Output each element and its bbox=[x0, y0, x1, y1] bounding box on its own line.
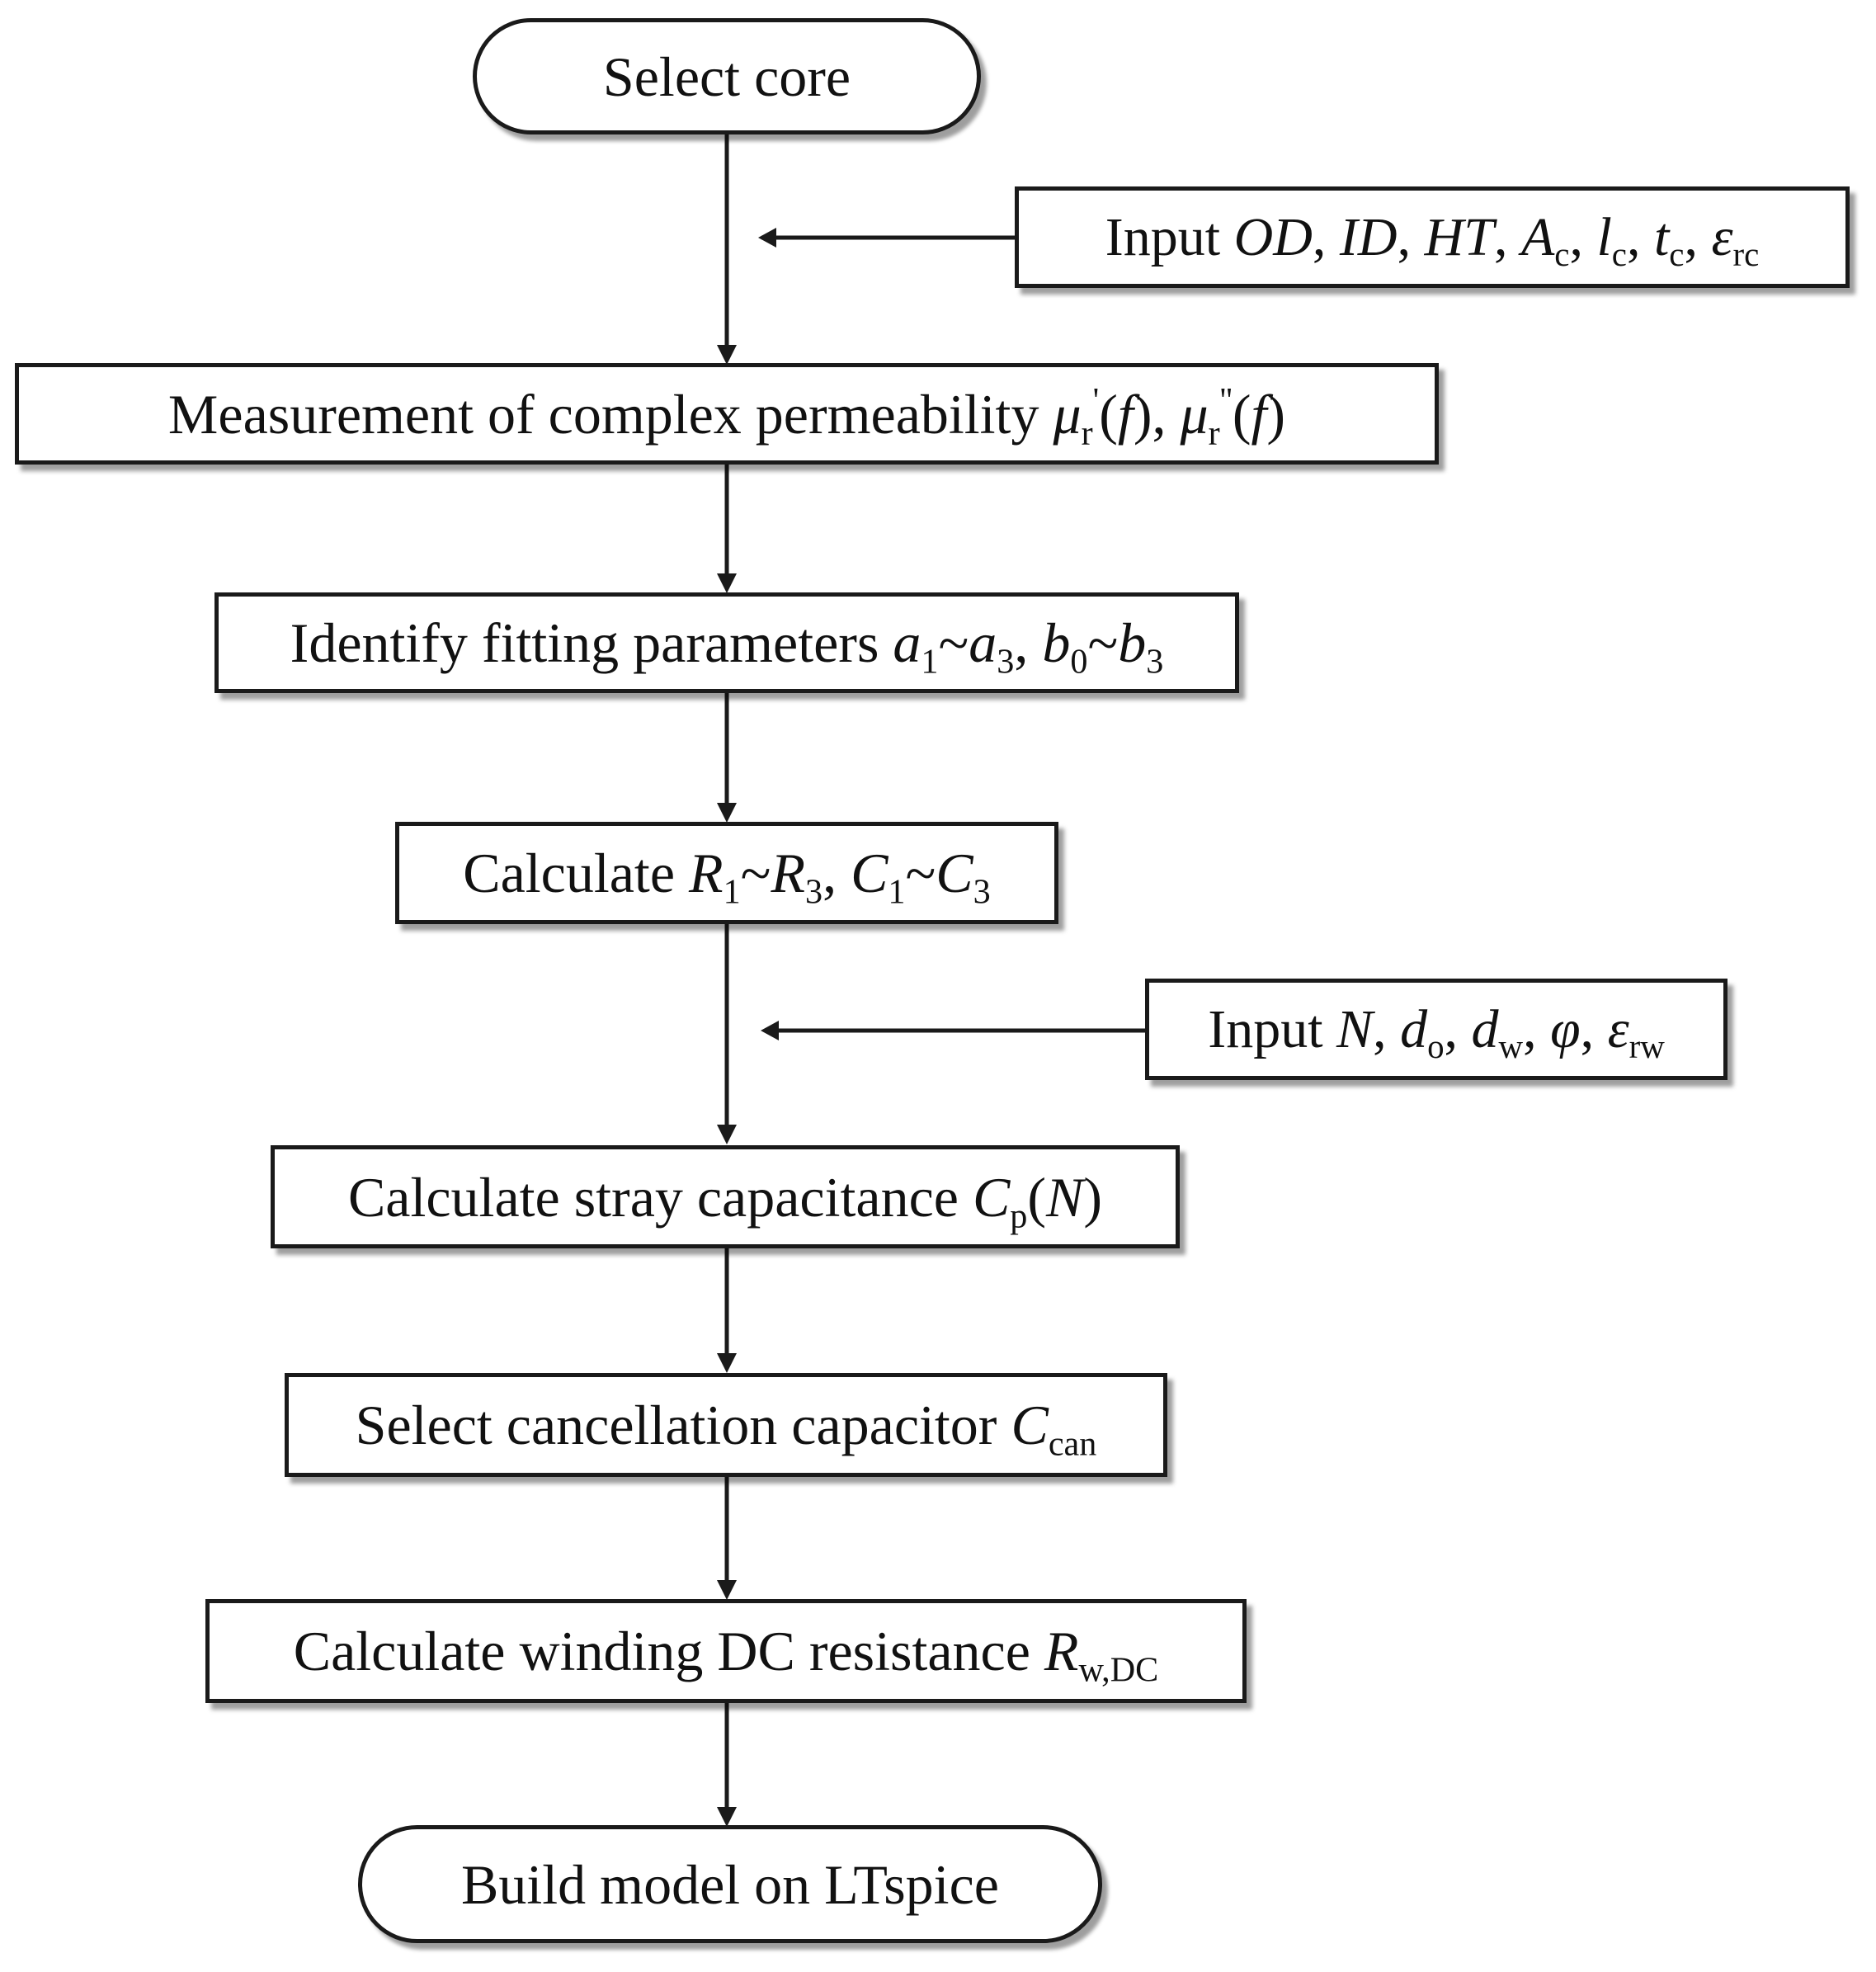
arrowhead-end bbox=[717, 1807, 737, 1827]
arrowhead-winding bbox=[717, 1580, 737, 1600]
winding-resistance-label: Calculate winding DC resistance Rw,DC bbox=[293, 1620, 1159, 1690]
start-label: Select core bbox=[602, 45, 851, 108]
calc-rc-box: Calculate R1~R3, C1~C3 bbox=[395, 822, 1058, 924]
arrowhead-identify bbox=[717, 573, 737, 593]
input-core-box: Input OD, ID, HT, Ac, lc, tc, εrc bbox=[1015, 186, 1850, 288]
input-wire-box: Input N, do, dw, φ, εrw bbox=[1145, 979, 1728, 1080]
input-core-label: Input OD, ID, HT, Ac, lc, tc, εrc bbox=[1105, 206, 1760, 273]
calc-rc-label: Calculate R1~R3, C1~C3 bbox=[463, 842, 991, 912]
identify-label: Identify fitting parameters a1~a3, b0~b3 bbox=[290, 611, 1164, 682]
arrowhead-input-core bbox=[758, 228, 776, 248]
measurement-box: Measurement of complex permeability μr'(… bbox=[15, 363, 1439, 465]
identify-box: Identify fitting parameters a1~a3, b0~b3 bbox=[214, 592, 1239, 693]
measurement-label: Measurement of complex permeability μr'(… bbox=[167, 380, 1286, 452]
winding-resistance-box: Calculate winding DC resistance Rw,DC bbox=[205, 1599, 1247, 1703]
arrowhead-cancel bbox=[717, 1353, 737, 1373]
stray-capacitance-box: Calculate stray capacitance Cp(N) bbox=[271, 1145, 1180, 1248]
cancellation-capacitor-label: Select cancellation capacitor Ccan bbox=[355, 1394, 1097, 1464]
stray-capacitance-label: Calculate stray capacitance Cp(N) bbox=[347, 1165, 1103, 1235]
start-terminal: Select core bbox=[473, 18, 981, 134]
end-terminal: Build model on LTspice bbox=[358, 1825, 1102, 1943]
arrowhead-input-wire bbox=[761, 1021, 779, 1040]
end-label: Build model on LTspice bbox=[461, 1852, 999, 1916]
arrowhead-calc-rc bbox=[717, 803, 737, 823]
input-wire-label: Input N, do, dw, φ, εrw bbox=[1208, 998, 1665, 1065]
cancellation-capacitor-box: Select cancellation capacitor Ccan bbox=[285, 1373, 1167, 1477]
arrowhead-measurement bbox=[717, 345, 737, 365]
arrowhead-stray bbox=[717, 1125, 737, 1144]
